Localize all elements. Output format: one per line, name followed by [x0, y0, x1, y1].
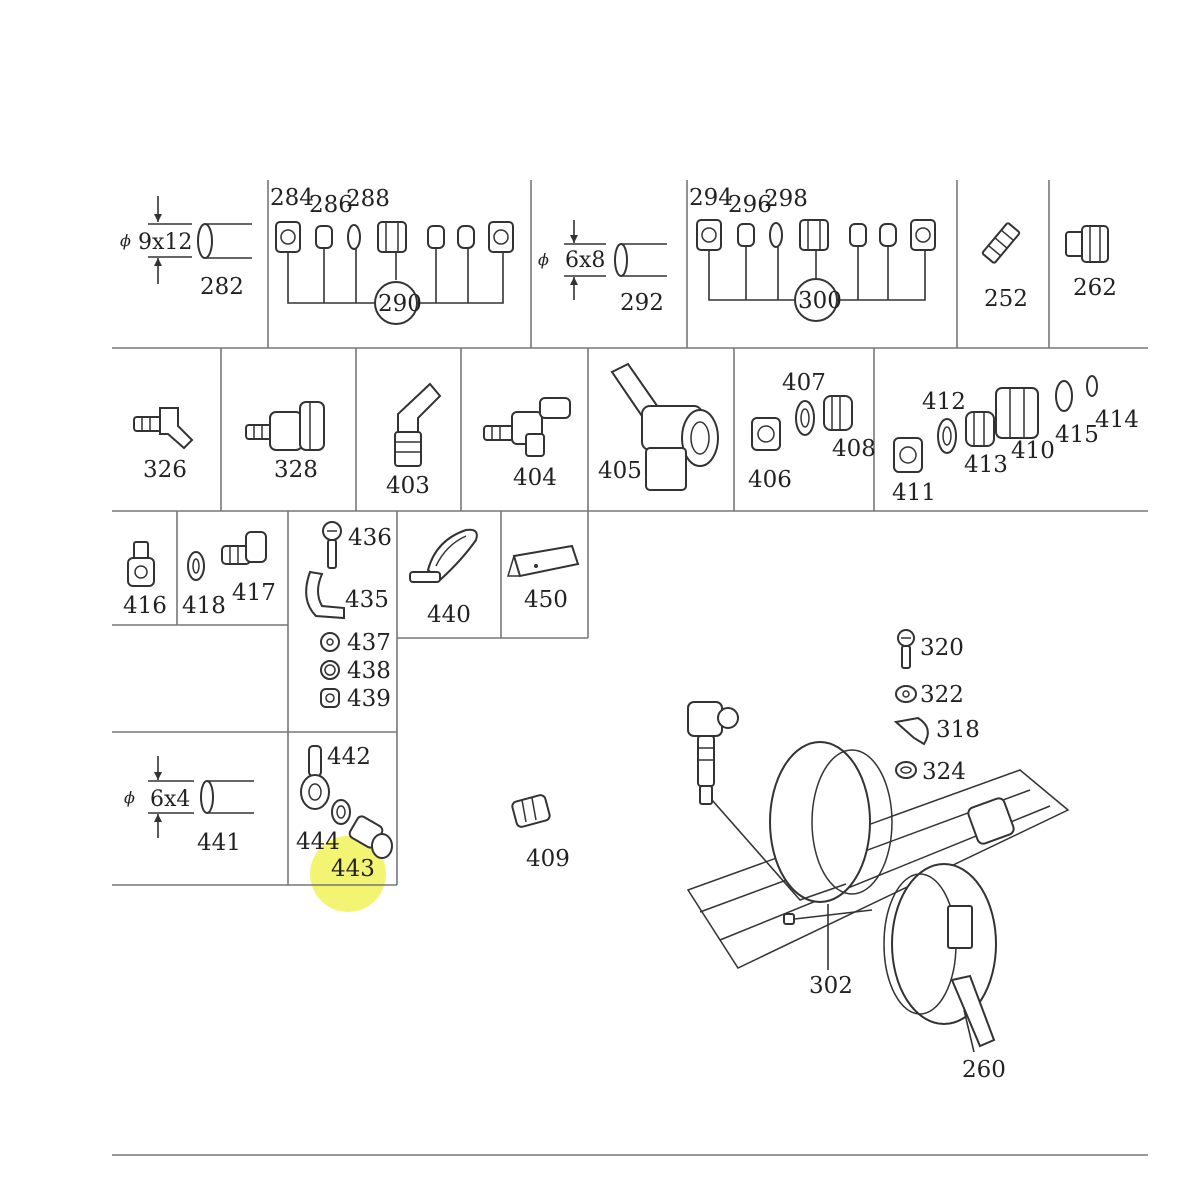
phi-symbol: ϕ — [538, 250, 549, 269]
part-label-262: 262 — [1073, 275, 1117, 301]
part-label-438: 438 — [347, 658, 391, 684]
part-label-441: 441 — [197, 830, 241, 856]
part-label-409: 409 — [526, 846, 570, 872]
cell-300: 294 296 298 300 — [689, 185, 936, 322]
cell-406-408: 407 406 408 — [748, 370, 876, 493]
part-label-326: 326 — [143, 457, 187, 483]
part-label-416: 416 — [123, 593, 167, 619]
assembly-view: 409 302 260 — [511, 701, 1070, 1083]
part-label-412: 412 — [922, 389, 966, 415]
part-label-415: 415 — [1055, 422, 1099, 448]
part-label-324: 324 — [922, 759, 966, 785]
cell-440: 440 — [409, 528, 478, 628]
part-label-439: 439 — [347, 686, 391, 712]
cell-441: ϕ 6x4 441 — [124, 756, 254, 856]
part-label-328: 328 — [274, 457, 318, 483]
part-label-404: 404 — [513, 465, 557, 491]
part-label-408: 408 — [832, 436, 876, 462]
part-label-282: 282 — [200, 274, 244, 300]
part-label-284: 284 — [270, 185, 314, 211]
part-label-318: 318 — [936, 717, 980, 743]
part-label-290: 290 — [378, 291, 422, 317]
part-label-407: 407 — [782, 370, 826, 396]
cell-442-444: 442 444 443 — [296, 744, 393, 882]
part-label-405: 405 — [598, 458, 642, 484]
cell-405: 405 — [598, 362, 719, 491]
cell-328: 328 — [245, 401, 325, 483]
parts-grid — [112, 180, 1148, 1156]
cell-403: 403 — [386, 382, 442, 499]
part-label-322: 322 — [920, 682, 964, 708]
cell-410-415: 412 414 411 413 410 415 — [892, 375, 1139, 506]
part-label-436: 436 — [348, 525, 392, 551]
cell-404: 404 — [483, 397, 571, 491]
part-label-413: 413 — [964, 452, 1008, 478]
part-label-260: 260 — [962, 1057, 1006, 1083]
part-label-298: 298 — [764, 186, 808, 212]
part-label-444: 444 — [296, 829, 340, 855]
part-label-443: 443 — [331, 856, 375, 882]
phi-symbol: ϕ — [120, 231, 131, 250]
part-label-296: 296 — [728, 192, 772, 218]
part-label-410: 410 — [1011, 438, 1055, 464]
part-label-437: 437 — [347, 630, 391, 656]
tube-dimension-441: 6x4 — [150, 787, 190, 812]
part-label-442: 442 — [327, 744, 371, 770]
part-label-252: 252 — [984, 286, 1028, 312]
cell-282: ϕ 9x12 282 — [120, 196, 252, 300]
cell-450: 450 — [506, 544, 580, 613]
part-label-300: 300 — [798, 288, 842, 314]
part-label-417: 417 — [232, 580, 276, 606]
part-label-406: 406 — [748, 467, 792, 493]
part-label-440: 440 — [427, 602, 471, 628]
part-label-435: 435 — [345, 587, 389, 613]
part-label-302: 302 — [809, 973, 853, 999]
highlight-marker — [310, 836, 386, 912]
cell-417-418: 418 417 — [182, 531, 276, 619]
cell-416: 416 — [123, 541, 167, 619]
cell-435-439: 436 435 437 438 439 — [305, 521, 392, 712]
part-label-286: 286 — [309, 192, 353, 218]
part-label-320: 320 — [920, 635, 964, 661]
tube-dimension-282: 9x12 — [138, 230, 192, 255]
phi-symbol: ϕ — [124, 788, 135, 807]
cell-318-324: 320 322 318 324 — [893, 629, 980, 785]
part-label-403: 403 — [386, 473, 430, 499]
tube-dimension-292: 6x8 — [565, 248, 605, 273]
part-label-418: 418 — [182, 593, 226, 619]
part-label-294: 294 — [689, 185, 733, 211]
cell-252: 252 — [981, 222, 1028, 312]
part-label-288: 288 — [346, 186, 390, 212]
part-label-414: 414 — [1095, 407, 1139, 433]
cell-292: ϕ 6x8 292 — [538, 220, 667, 316]
part-label-292: 292 — [620, 290, 664, 316]
part-label-450: 450 — [524, 587, 568, 613]
cell-290: 284 286 288 290 — [270, 185, 514, 325]
cell-262: 262 — [1065, 225, 1117, 301]
part-label-411: 411 — [892, 480, 936, 506]
cell-326: 326 — [133, 407, 194, 483]
